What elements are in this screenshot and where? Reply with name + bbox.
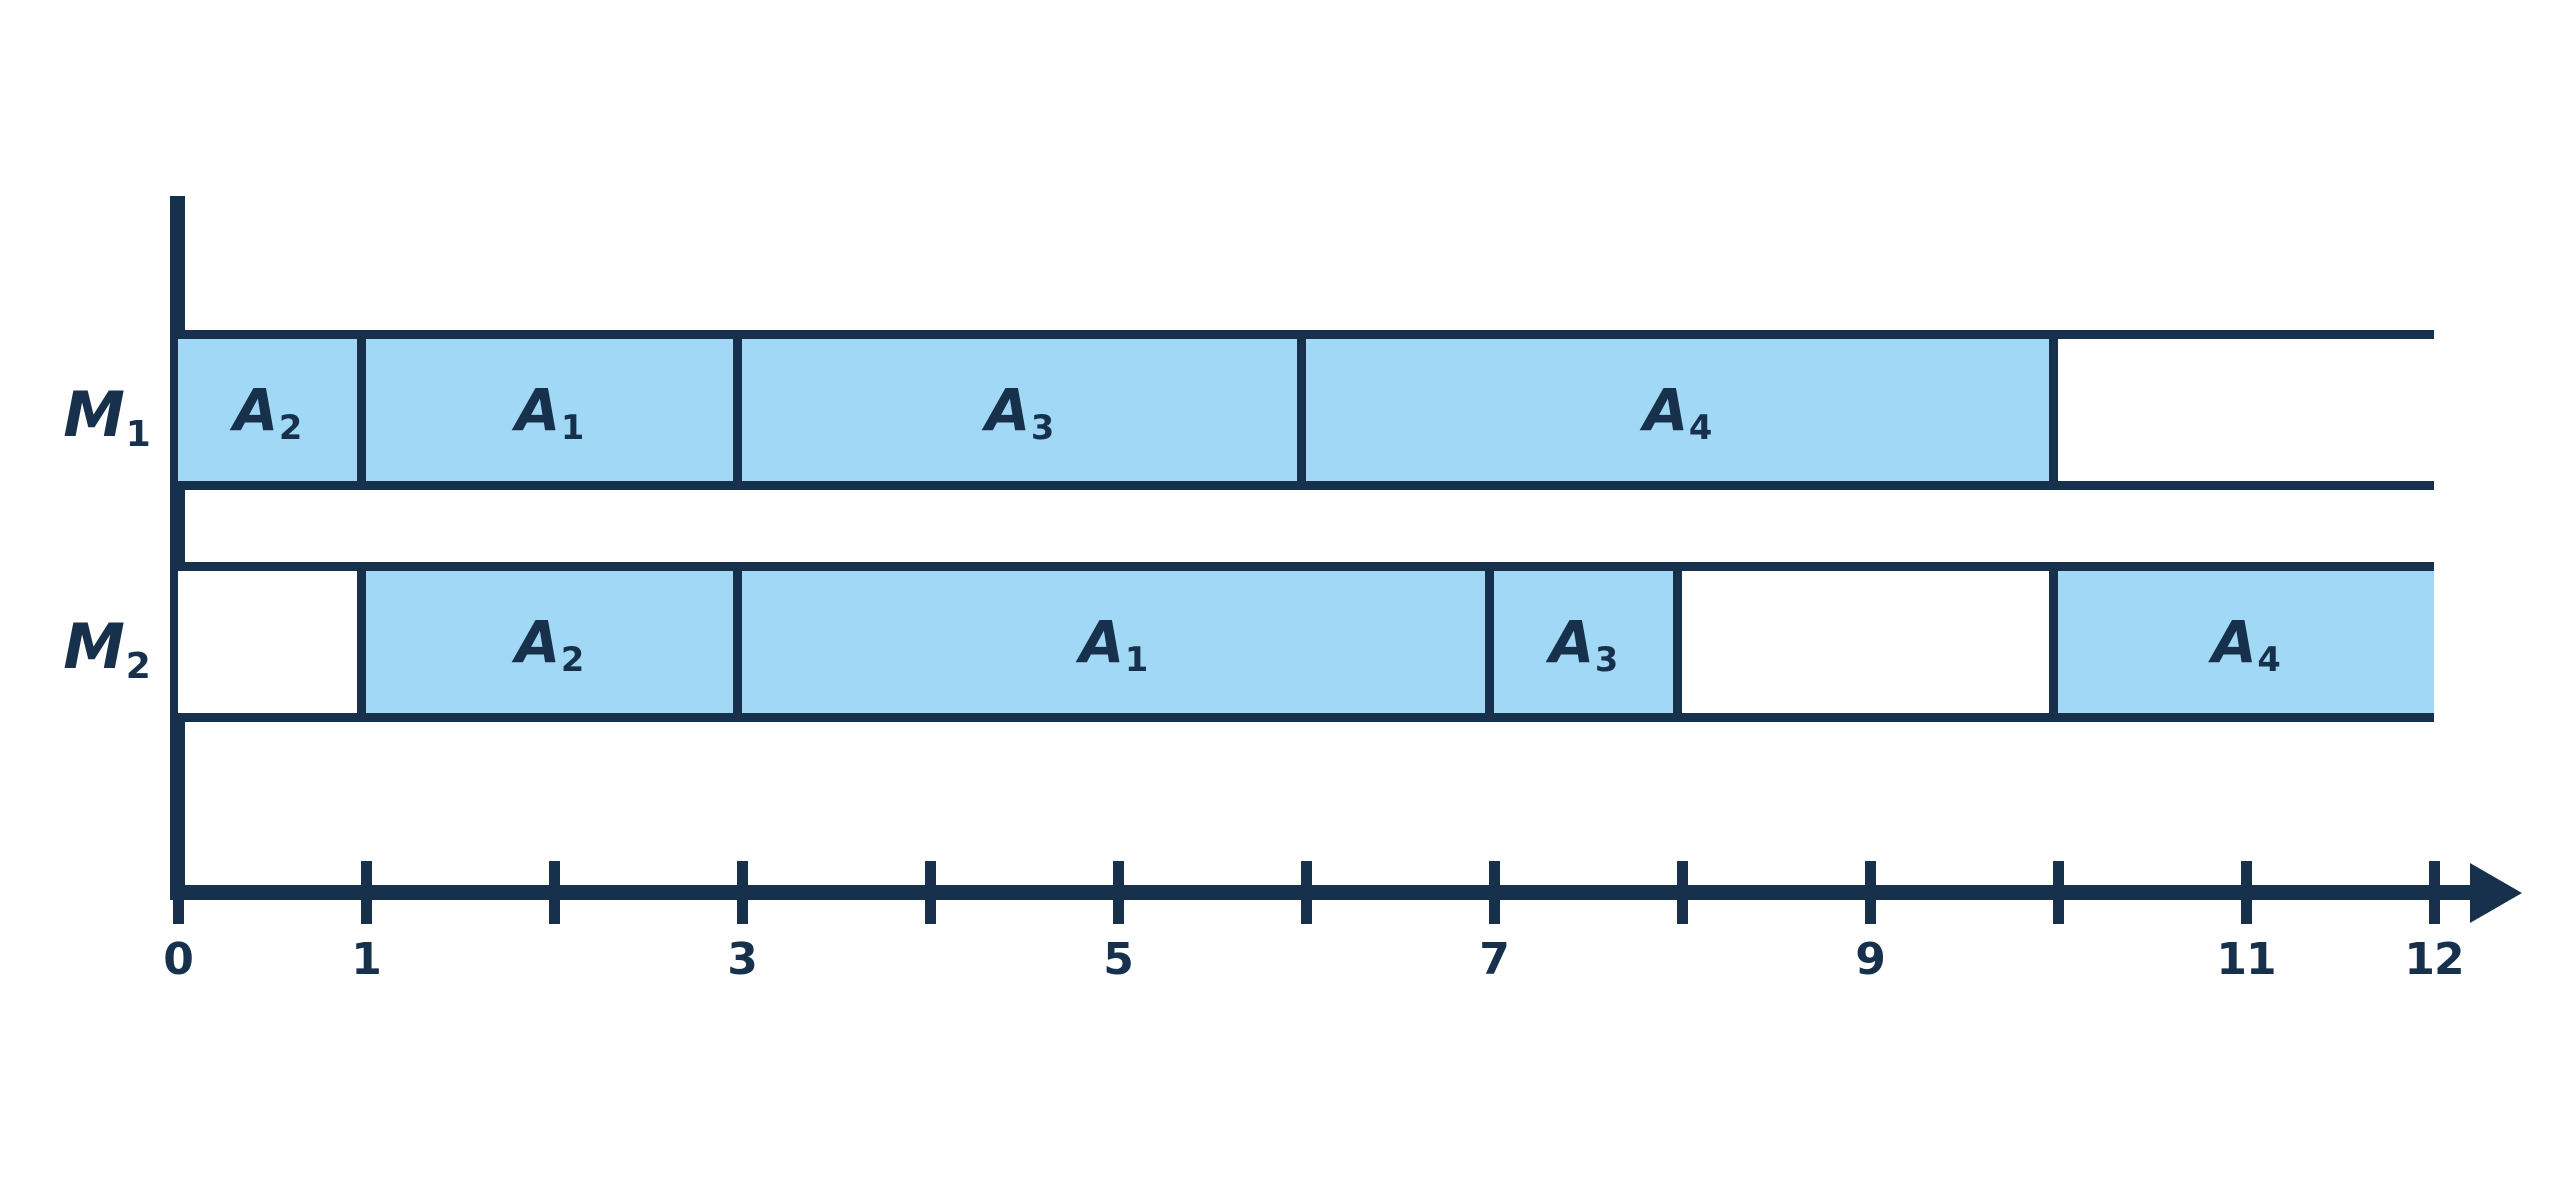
gantt-block-label: A3 (1549, 608, 1619, 680)
x-axis-tick-label-12: 12 (2404, 934, 2464, 985)
x-axis-tick-6 (1301, 861, 1312, 924)
machine-row-M2: A2 A1 A3 A4 (178, 562, 2434, 722)
gantt-block-label: A4 (2211, 608, 2281, 680)
x-axis-tick-11 (2241, 861, 2252, 924)
gantt-block-A2-m1: A2 (178, 339, 366, 481)
x-axis-line (170, 885, 2480, 900)
gantt-block-label: A1 (515, 376, 585, 448)
x-axis-tick-label-3: 3 (727, 934, 758, 985)
gantt-block-A2-m2: A2 (366, 571, 742, 713)
gantt-block-label: A1 (1079, 608, 1149, 680)
x-axis-tick-0 (173, 861, 184, 924)
gantt-block-A1-m2: A1 (742, 571, 1494, 713)
x-axis-tick-label-5: 5 (1103, 934, 1134, 985)
x-axis-tick-8 (1677, 861, 1688, 924)
gantt-block-A4-m2: A4 (2058, 571, 2434, 713)
gantt-idle-block-m2 (178, 571, 366, 713)
x-axis-tick-1 (361, 861, 372, 924)
machine-label-M2: M2 (63, 610, 151, 688)
x-axis-tick-4 (925, 861, 936, 924)
gantt-block-A3-m2: A3 (1494, 571, 1682, 713)
gantt-idle-block-m2 (1682, 571, 2058, 713)
machine-row-M1: A2 A1 A3 A4 (178, 330, 2434, 490)
gantt-block-label: A3 (985, 376, 1055, 448)
x-axis-tick-12 (2429, 861, 2440, 924)
x-axis-tick-2 (549, 861, 560, 924)
x-axis-arrow-icon (2470, 863, 2522, 923)
gantt-idle-block-m1 (2058, 339, 2434, 481)
gantt-block-label: A2 (515, 608, 585, 680)
gantt-block-A4-m1: A4 (1306, 339, 2058, 481)
x-axis-tick-10 (2053, 861, 2064, 924)
x-axis-tick-label-11: 11 (2216, 934, 2276, 985)
x-axis-tick-label-7: 7 (1479, 934, 1510, 985)
y-axis-line (170, 196, 185, 900)
x-axis-tick-3 (737, 861, 748, 924)
gantt-block-label: A2 (233, 376, 303, 448)
gantt-block-A3-m1: A3 (742, 339, 1306, 481)
x-axis-tick-label-9: 9 (1855, 934, 1886, 985)
gantt-block-label: A4 (1643, 376, 1713, 448)
x-axis-tick-label-1: 1 (351, 934, 382, 985)
machine-label-M1: M1 (63, 378, 151, 456)
x-axis-tick-7 (1489, 861, 1500, 924)
gantt-block-A1-m1: A1 (366, 339, 742, 481)
x-axis-tick-5 (1113, 861, 1124, 924)
x-axis-tick-label-0: 0 (163, 934, 194, 985)
x-axis-tick-9 (1865, 861, 1876, 924)
